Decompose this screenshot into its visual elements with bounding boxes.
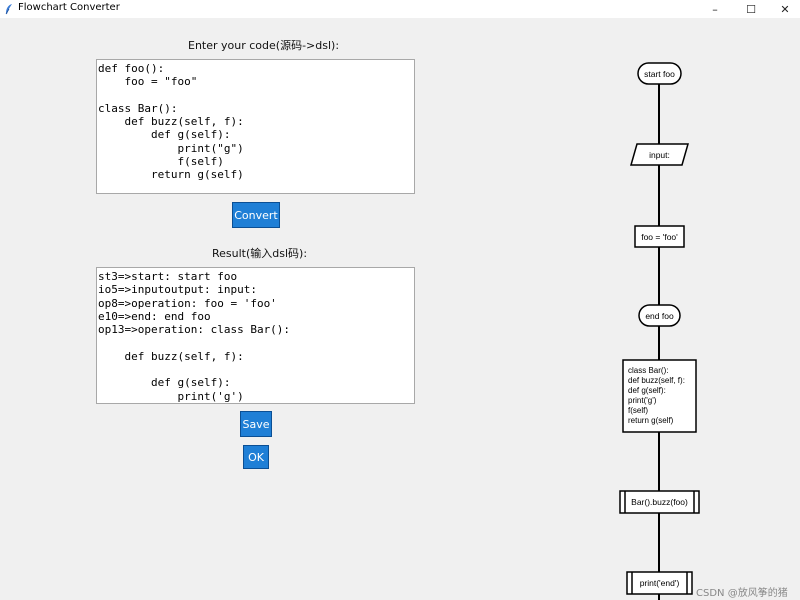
flow-subroutine-1-text: Bar().buzz(foo) [631, 497, 688, 507]
ok-button[interactable]: OK [243, 445, 269, 469]
watermark: CSDN @放风筝的猪 [696, 588, 788, 599]
close-icon: ✕ [780, 2, 790, 16]
result-code-line: op13=>operation: class Bar(): [98, 323, 291, 337]
save-button-label: Save [242, 417, 270, 431]
convert-button[interactable]: Convert [232, 202, 280, 228]
flow-class-node: class Bar(): def buzz(self, f): def g(se… [622, 359, 697, 433]
flow-class-node-line: class Bar(): [628, 366, 668, 375]
result-label: Result(输入dsl码): [212, 247, 308, 260]
title-bar: Flowchart Converter – ☐ ✕ [0, 0, 800, 18]
result-code-line: print('g') [98, 389, 244, 403]
flow-class-node-line: f(self) [628, 406, 648, 415]
input-code-line: foo = "foo" [98, 75, 198, 89]
input-code-line: def g(self): [98, 128, 231, 142]
flow-operation-node: foo = 'foo' [634, 225, 685, 248]
minimize-icon: – [712, 2, 718, 16]
flow-end-text: end foo [645, 311, 674, 321]
flow-start-node: start foo [637, 62, 682, 85]
window-title: Flowchart Converter [18, 2, 120, 13]
result-code-line: op8=>operation: foo = 'foo' [98, 296, 277, 310]
close-button[interactable]: ✕ [768, 0, 800, 18]
save-button[interactable]: Save [240, 411, 272, 437]
flow-input-node: input: [630, 143, 689, 166]
input-code-line: class Bar(): [98, 101, 178, 115]
convert-button-label: Convert [234, 208, 278, 222]
code-input-textarea[interactable]: def foo(): foo = "foo" class Bar(): def b… [96, 59, 415, 194]
flow-input-text: input: [649, 150, 670, 160]
flow-class-node-line: print('g') [628, 396, 657, 405]
ok-button-label: OK [248, 450, 264, 464]
flow-subroutine-node-1: Bar().buzz(foo) [619, 490, 700, 514]
maximize-icon: ☐ [746, 2, 756, 16]
flow-end-node: end foo [638, 304, 681, 327]
result-code-line: st3=>start: start foo [98, 270, 238, 283]
flow-start-text: start foo [644, 69, 675, 79]
input-code-label: Enter your code(源码->dsl): [188, 39, 340, 52]
flow-class-node-line: def g(self): [628, 386, 666, 395]
result-code-line: def g(self): [98, 376, 231, 390]
flow-subroutine-2-text: print('end') [640, 578, 680, 588]
input-code-line: def buzz(self, f): [98, 115, 244, 129]
input-code-line: def foo(): [98, 62, 165, 75]
input-code-line: print("g") [98, 141, 244, 155]
minimize-button[interactable]: – [698, 0, 732, 18]
result-code-line: io5=>inputoutput: input: [98, 283, 257, 297]
flow-operation-text: foo = 'foo' [641, 232, 678, 242]
result-code-line: e10=>end: end foo [98, 309, 211, 323]
flow-subroutine-node-2: print('end') [626, 571, 693, 595]
flow-class-node-line: def buzz(self, f): [628, 376, 685, 385]
result-code-line: def buzz(self, f): [98, 349, 244, 363]
input-code-line: return g(self) [98, 168, 244, 182]
flow-class-node-line: return g(self) [628, 416, 674, 425]
feather-icon [5, 4, 12, 15]
input-code-line: f(self) [98, 155, 224, 169]
maximize-button[interactable]: ☐ [734, 0, 768, 18]
